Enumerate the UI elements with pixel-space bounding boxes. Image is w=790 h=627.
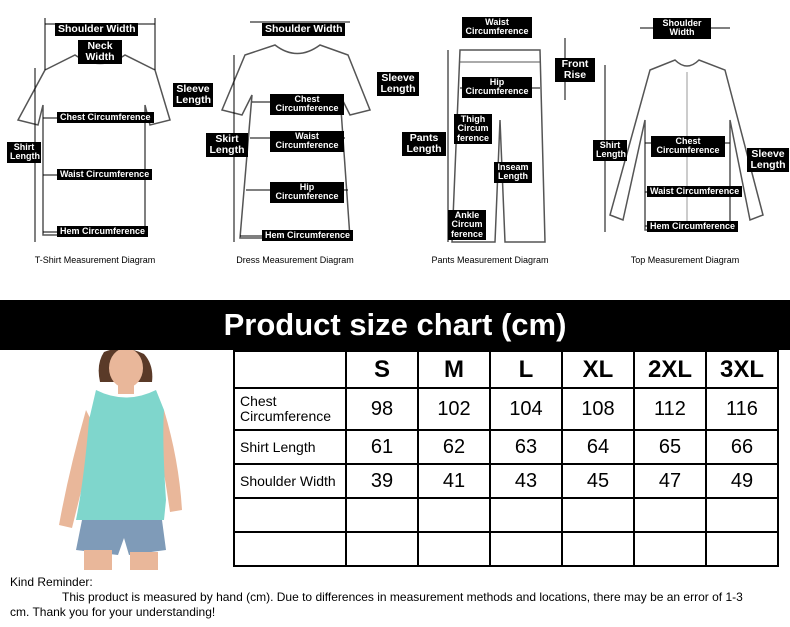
row-label-chest: Chest Circumference bbox=[233, 387, 347, 431]
size-table: S M L XL 2XL 3XL Chest Circumference 98 … bbox=[233, 350, 779, 567]
top-hem-label: Hem Circumference bbox=[647, 221, 739, 233]
table-cell: 41 bbox=[417, 463, 491, 499]
dress-diagram: Shoulder Width Sleeve Length Skirt Lengt… bbox=[200, 10, 419, 272]
size-header-xl: XL bbox=[561, 350, 635, 389]
table-row: Shoulder Width 39 41 43 45 47 49 bbox=[233, 463, 779, 499]
pants-inseam-label: Inseam Length bbox=[494, 162, 532, 183]
empty-cell bbox=[345, 531, 419, 567]
table-cell: 61 bbox=[345, 429, 419, 465]
pants-outline bbox=[447, 38, 566, 243]
empty-cell bbox=[705, 531, 779, 567]
dress-caption: Dress Measurement Diagram bbox=[236, 255, 354, 265]
table-cell: 66 bbox=[705, 429, 779, 465]
top-sleeve-length-label: Sleeve Length bbox=[747, 148, 789, 173]
pants-length-label: Pants Length bbox=[402, 132, 446, 157]
table-cell: 43 bbox=[489, 463, 563, 499]
pants-ankle-label: Ankle Circum ference bbox=[448, 210, 486, 241]
empty-row bbox=[233, 531, 779, 567]
dress-chest-label: Chest Circumference bbox=[270, 94, 344, 115]
dress-sleeve-length-label: Sleeve Length bbox=[377, 72, 419, 97]
empty-row bbox=[233, 497, 779, 533]
size-header-s: S bbox=[345, 350, 419, 389]
top-shirt-length-label: Shirt Length bbox=[593, 140, 627, 161]
size-chart-banner: Product size chart (cm) bbox=[0, 300, 790, 350]
dress-outline bbox=[220, 21, 372, 242]
table-cell: 47 bbox=[633, 463, 707, 499]
empty-cell bbox=[233, 531, 347, 567]
dress-hip-label: Hip Circumference bbox=[270, 182, 344, 203]
tshirt-diagram: Shoulder Width Neck Width Sleeve Length … bbox=[5, 10, 213, 272]
table-cell: 45 bbox=[561, 463, 635, 499]
empty-cell bbox=[633, 531, 707, 567]
table-cell: 64 bbox=[561, 429, 635, 465]
top-outline bbox=[604, 27, 764, 232]
size-header-m: M bbox=[417, 350, 491, 389]
tshirt-hem-label: Hem Circumference bbox=[57, 226, 149, 238]
dress-shoulder-width-label: Shoulder Width bbox=[262, 23, 346, 37]
table-cell: 63 bbox=[489, 429, 563, 465]
table-cell: 65 bbox=[633, 429, 707, 465]
empty-cell bbox=[417, 531, 491, 567]
table-row: Chest Circumference 98 102 104 108 112 1… bbox=[233, 387, 779, 431]
row-label-shoulder-width: Shoulder Width bbox=[233, 463, 347, 499]
tshirt-chest-label: Chest Circumference bbox=[57, 112, 154, 124]
reminder-line-2: cm. Thank you for your understanding! bbox=[10, 605, 216, 619]
dress-waist-label: Waist Circumference bbox=[270, 131, 344, 152]
tshirt-shoulder-width-label: Shoulder Width bbox=[55, 23, 139, 37]
pants-diagram: Waist Circumference Front Rise Hip Circu… bbox=[400, 10, 595, 272]
size-header-2xl: 2XL bbox=[633, 350, 707, 389]
table-row: Shirt Length 61 62 63 64 65 66 bbox=[233, 429, 779, 465]
empty-cell bbox=[233, 497, 347, 533]
table-cell: 102 bbox=[417, 387, 491, 431]
empty-cell bbox=[561, 531, 635, 567]
pants-caption: Pants Measurement Diagram bbox=[431, 255, 549, 265]
top-caption: Top Measurement Diagram bbox=[630, 255, 740, 265]
table-cell: 116 bbox=[705, 387, 779, 431]
empty-cell bbox=[633, 497, 707, 533]
tshirt-shirt-length-label: Shirt Length bbox=[7, 142, 41, 163]
header-corner-cell bbox=[233, 350, 347, 389]
empty-cell bbox=[489, 531, 563, 567]
tshirt-sleeve-length-label: Sleeve Length bbox=[173, 83, 213, 108]
reminder-heading: Kind Reminder: bbox=[10, 575, 93, 589]
empty-cell bbox=[561, 497, 635, 533]
top-waist-label: Waist Circumference bbox=[647, 186, 743, 198]
table-cell: 98 bbox=[345, 387, 419, 431]
top-chest-label: Chest Circumference bbox=[651, 136, 725, 157]
dress-skirt-length-label: Skirt Length bbox=[206, 133, 248, 158]
size-header-row: S M L XL 2XL 3XL bbox=[233, 350, 779, 389]
pants-front-rise-label: Front Rise bbox=[555, 58, 595, 83]
top-diagram: Shoulder Width Shirt Length Chest Circum… bbox=[593, 10, 790, 272]
table-cell: 104 bbox=[489, 387, 563, 431]
size-header-l: L bbox=[489, 350, 563, 389]
pants-hip-label: Hip Circumference bbox=[462, 77, 532, 98]
pants-thigh-label: Thigh Circum ference bbox=[454, 114, 492, 145]
empty-cell bbox=[345, 497, 419, 533]
tshirt-caption: T-Shirt Measurement Diagram bbox=[34, 255, 156, 265]
kind-reminder: Kind Reminder: This product is measured … bbox=[10, 575, 785, 620]
pants-waist-label: Waist Circumference bbox=[462, 17, 532, 38]
product-photo bbox=[14, 348, 229, 570]
empty-cell bbox=[705, 497, 779, 533]
table-cell: 112 bbox=[633, 387, 707, 431]
size-header-3xl: 3XL bbox=[705, 350, 779, 389]
model-illustration bbox=[59, 348, 182, 570]
tshirt-waist-label: Waist Circumference bbox=[57, 169, 153, 181]
empty-cell bbox=[489, 497, 563, 533]
table-cell: 39 bbox=[345, 463, 419, 499]
table-cell: 62 bbox=[417, 429, 491, 465]
dress-hem-label: Hem Circumference bbox=[262, 230, 354, 242]
table-cell: 49 bbox=[705, 463, 779, 499]
row-label-shirt-length: Shirt Length bbox=[233, 429, 347, 465]
top-shoulder-width-label: Shoulder Width bbox=[653, 18, 711, 39]
table-cell: 108 bbox=[561, 387, 635, 431]
tshirt-neck-width-label: Neck Width bbox=[78, 40, 122, 65]
empty-cell bbox=[417, 497, 491, 533]
reminder-line-1: This product is measured by hand (cm). D… bbox=[62, 590, 743, 604]
measurement-diagrams: Shoulder Width Neck Width Sleeve Length … bbox=[0, 0, 790, 290]
